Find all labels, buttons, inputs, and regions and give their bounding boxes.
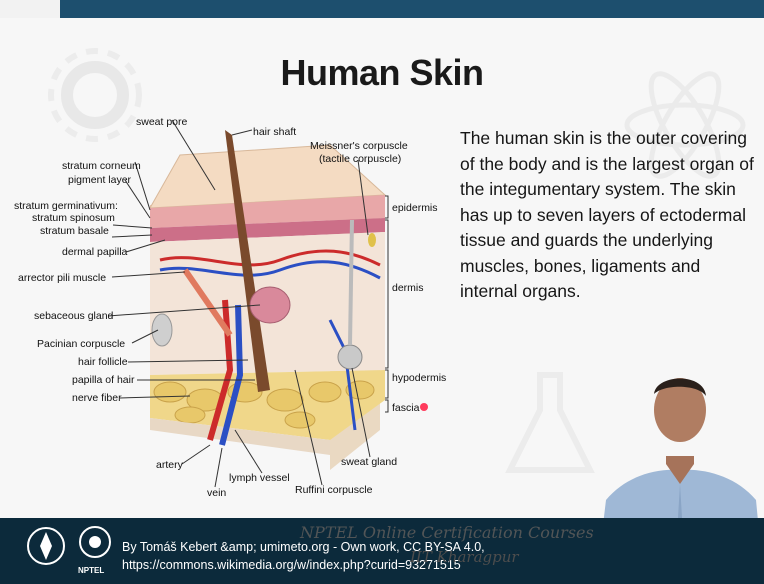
label-arrector-pili: arrector pili muscle xyxy=(18,272,106,284)
slide-title: Human Skin xyxy=(0,52,764,94)
label-stratum-basale: stratum basale xyxy=(40,225,109,237)
label-dermal-papilla: dermal papilla xyxy=(62,246,127,258)
label-hypodermis: hypodermis xyxy=(392,372,446,384)
label-dermis: dermis xyxy=(392,282,424,294)
label-pigment-layer: pigment layer xyxy=(68,174,131,186)
label-pacinian: Pacinian corpuscle xyxy=(37,338,125,350)
top-accent-bar xyxy=(0,0,764,18)
label-lymph-vessel: lymph vessel xyxy=(229,472,290,484)
label-fascia: fascia xyxy=(392,402,419,414)
label-vein: vein xyxy=(207,487,226,499)
top-bar-left-segment xyxy=(0,0,60,18)
label-meissner-2: (tactile corpuscle) xyxy=(319,153,401,165)
label-hair-shaft: hair shaft xyxy=(253,126,296,138)
slide-description: The human skin is the outer covering of … xyxy=(460,126,756,305)
label-artery: artery xyxy=(156,459,183,471)
label-stratum-spinosum: stratum spinosum xyxy=(32,212,115,224)
label-ruffini: Ruffini corpuscle xyxy=(295,484,372,496)
label-papilla-of-hair: papilla of hair xyxy=(72,374,134,386)
label-hair-follicle: hair follicle xyxy=(78,356,128,368)
label-stratum-germinativum: stratum germinativum: xyxy=(14,200,118,212)
iit-logo-icon xyxy=(26,526,66,566)
label-meissner-1: Meissner's corpuscle xyxy=(310,140,408,152)
label-sweat-pore: sweat pore xyxy=(136,116,187,128)
nptel-logo-text: NPTEL xyxy=(78,566,104,575)
nptel-watermark-2: IIT Kharagpur xyxy=(410,548,519,566)
label-sebaceous-gland: sebaceous gland xyxy=(34,310,113,322)
nptel-logo-icon xyxy=(76,524,114,564)
nptel-watermark-1: NPTEL Online Certification Courses xyxy=(300,523,594,542)
label-sweat-gland: sweat gland xyxy=(341,456,397,468)
label-epidermis: epidermis xyxy=(392,202,438,214)
label-nerve-fiber: nerve fiber xyxy=(72,392,122,404)
label-stratum-corneum: stratum corneum xyxy=(62,160,141,172)
